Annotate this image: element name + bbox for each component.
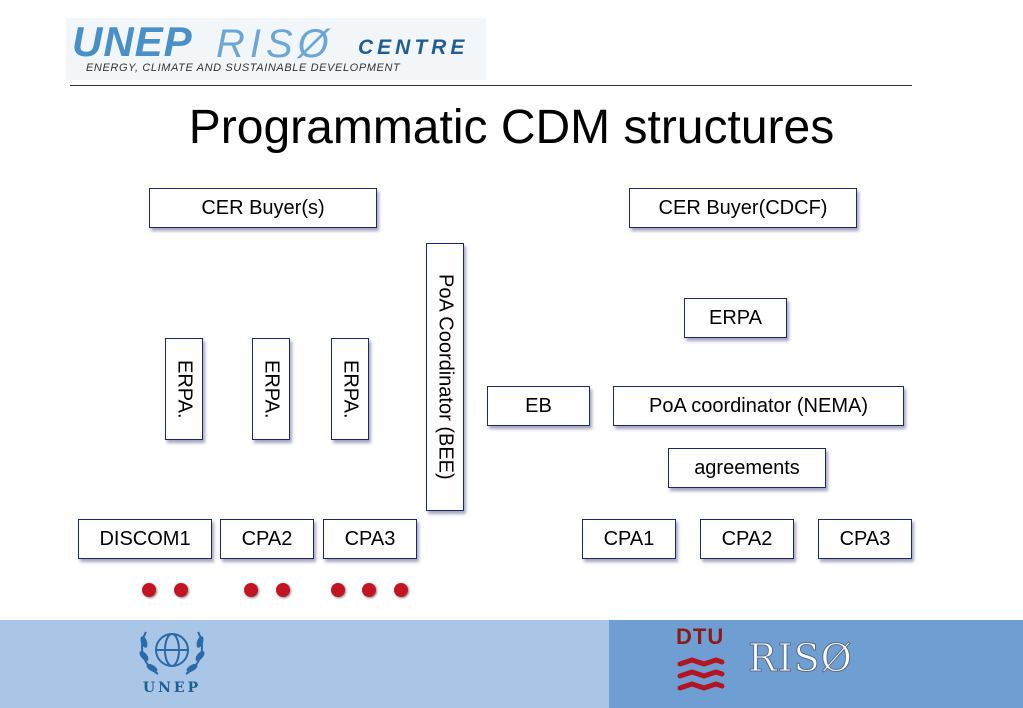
right-cpa-box-cpa1: CPA1: [582, 519, 676, 559]
agreements-box: agreements: [668, 448, 826, 488]
right-erpa-box: ERPA: [684, 298, 787, 338]
dtu-stripes-icon: [677, 657, 725, 691]
riso-logo-text: RISØ: [748, 636, 853, 681]
right-cpa-box-cpa2: CPA2: [700, 519, 794, 559]
ellipsis-dot: [142, 583, 156, 597]
header-divider: [70, 85, 912, 86]
eb-box: EB: [487, 386, 590, 426]
logo-riso-text: RISØ: [216, 22, 334, 66]
poa-coordinator-nema-box: PoA coordinator (NEMA): [613, 386, 904, 426]
logo-tagline: ENERGY, CLIMATE AND SUSTAINABLE DEVELOPM…: [86, 62, 401, 74]
left-erpa-box-1: ERPA.: [165, 338, 203, 440]
ellipsis-dot: [276, 583, 290, 597]
right-cer-buyer-box: CER Buyer(CDCF): [629, 188, 857, 228]
left-cpa-box-cpa2: CPA2: [220, 519, 314, 559]
ellipsis-dot: [331, 583, 345, 597]
logo-centre-text: CENTRE: [358, 36, 469, 59]
left-cpa-box-cpa3: CPA3: [323, 519, 417, 559]
unep-riso-logo: UNEP RISØ CENTRE ENERGY, CLIMATE AND SUS…: [66, 18, 486, 80]
unep-laurel-icon: [139, 631, 205, 675]
ellipsis-dot: [362, 583, 376, 597]
unep-footer-label: UNEP: [142, 680, 202, 696]
dtu-logo-text: DTU: [676, 624, 725, 649]
logo-unep-text: UNEP: [72, 18, 193, 65]
right-cpa-box-cpa3: CPA3: [818, 519, 912, 559]
left-erpa-box-2: ERPA.: [252, 338, 290, 440]
left-cer-buyer-box: CER Buyer(s): [149, 188, 377, 228]
footer-left-band: [0, 620, 609, 708]
ellipsis-dot: [244, 583, 258, 597]
poa-coordinator-bee-box: PoA Coordinator (BEE): [426, 243, 464, 511]
left-cpa-box-discom1: DISCOM1: [78, 519, 212, 559]
left-erpa-box-3: ERPA.: [331, 338, 369, 440]
ellipsis-dot: [394, 583, 408, 597]
ellipsis-dot: [174, 583, 188, 597]
page-title: Programmatic CDM structures: [188, 101, 835, 154]
